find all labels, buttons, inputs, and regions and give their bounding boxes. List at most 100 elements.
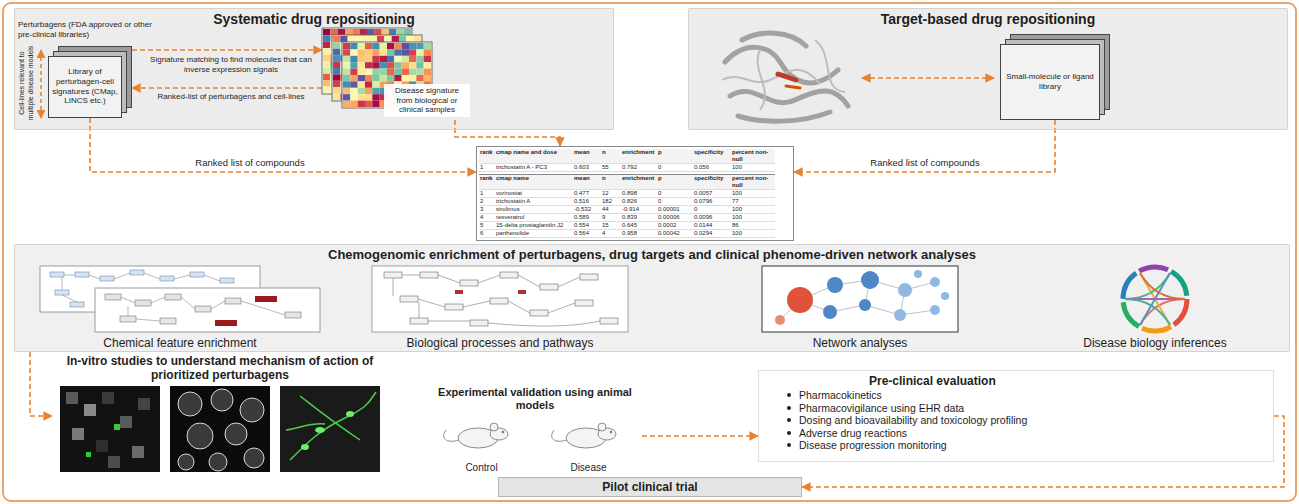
heatmap-cell [402,69,409,75]
heatmap-cell [367,29,374,35]
table-cell: cmap name [495,174,573,190]
heatmap-cell [343,49,350,55]
microscopy-image [108,456,120,468]
panel-fill [688,8,1288,130]
microscopy-image [170,386,270,472]
pathway-diagram [445,304,463,310]
pathway-screenshot [75,272,89,277]
heatmap-cell [358,88,365,94]
bullet-row: Dosing and bioavailability and toxicolog… [787,414,1263,427]
heatmap-cell [323,35,330,41]
pathway-screenshot [285,312,301,318]
heatmap-cell [414,36,421,42]
pathway-diagram [530,310,548,316]
microscopy-image [170,386,270,472]
heatmap-cell [409,43,416,49]
table-cell: specificity [693,174,731,190]
table-cell: percent non-null [731,174,775,190]
pathway-diagram [420,272,438,278]
pathway-screenshot [136,319,160,321]
heatmap-cell [372,69,379,75]
flow-arrow [132,49,322,51]
heatmap-cell [343,62,350,68]
heatmap-cell [365,88,372,94]
label-row: ControlDisease [428,462,642,474]
chord-diagram [1125,299,1170,325]
pathway-diagram [419,302,600,326]
table-cell: 182 [601,198,621,206]
heatmap-cell [365,75,372,81]
pathway-diagram [402,275,580,287]
trial-box: Pilot clinical trial [498,477,802,497]
table-cell: 86 [731,222,775,230]
table-cell: 15-delta prostaglandin J2 [495,222,573,230]
microscopy-image [96,440,108,452]
pathway-screenshot [55,290,69,295]
heatmap-cell [424,69,431,75]
protein-structure [738,112,830,121]
results-table: rankcmap name and dosemeannenrichmentpsp… [476,146,794,241]
network-graph [914,270,922,278]
heatmap-cell [424,49,431,55]
network-graph [780,280,935,320]
heatmap-cell [387,69,394,75]
pathway-screenshot [215,320,237,326]
table-cell: 0.516 [573,198,601,206]
table-cell: 0.0002 [657,222,693,230]
flow-arrow [862,77,994,79]
heatmap-cell [424,75,431,81]
heatmap-cell [348,36,355,42]
heatmap-cell [323,74,330,80]
microscopy-image [138,398,150,410]
evaluation-box: Pre-clinical evaluationPharmacokineticsP… [758,370,1274,462]
panel-caption: Network analyses [760,336,960,351]
microscopy-image [102,392,114,404]
heatmap-cell [380,43,387,49]
flow-arrow [132,87,322,89]
pathway-screenshot [95,288,320,332]
mouse-label: Control [428,462,535,474]
pathway-screenshot [114,273,130,279]
protein-structure [722,40,845,110]
bullet-dot [787,431,791,435]
heatmap-cell [333,74,340,80]
band-fill [14,244,1290,352]
table-cell: resveratrol [495,214,573,222]
heatmap-cell [394,56,401,62]
heatmap-cell [333,81,340,87]
edge-label-box: Ranked-list of perturbagens and cell-lin… [145,92,317,102]
pathway-screenshot [40,266,320,332]
table-cell: 0.00042 [657,230,693,238]
heatmap-cell [402,62,409,68]
flow-arrow [40,50,42,118]
table-cell: 100 [731,214,775,222]
table-cell: -0.532 [573,206,601,214]
heatmap-label: Disease signature from biological or cli… [384,84,470,117]
pathway-screenshot [130,270,144,275]
pathway-screenshot [144,273,160,279]
microscopy-image [211,389,233,411]
bullet-text: Dosing and bioavailability and toxicolog… [799,414,1027,427]
pathway-diagram [575,300,593,306]
table-cell: rank [479,149,495,164]
heatmap-cell [380,75,387,81]
panel-heading: Experimental validation using animal mod… [428,386,642,412]
heatmap-cell [404,29,411,35]
edge-label: Ranked list of compounds [193,157,306,168]
table-cell: 3 [479,206,495,214]
table-cell: -0.914 [621,206,657,214]
pathway-diagram [518,290,526,294]
network-graph [930,305,940,315]
heatmap-cell [416,69,423,75]
flow-arrow [30,352,52,416]
edge-label: Ranked-list of perturbagens and cell-lin… [155,92,306,101]
pathway-screenshot [204,275,220,281]
network-graph [941,292,949,300]
chord-diagram [1123,267,1187,331]
heatmap-cell [387,75,394,81]
panel-caption: Biological processes and pathways [380,336,620,351]
table-cell: 0.0096 [693,214,731,222]
table-cell: 0 [693,206,731,214]
microscopy-image [346,411,354,417]
edge-label-box: Ranked list of compounds [175,157,325,168]
